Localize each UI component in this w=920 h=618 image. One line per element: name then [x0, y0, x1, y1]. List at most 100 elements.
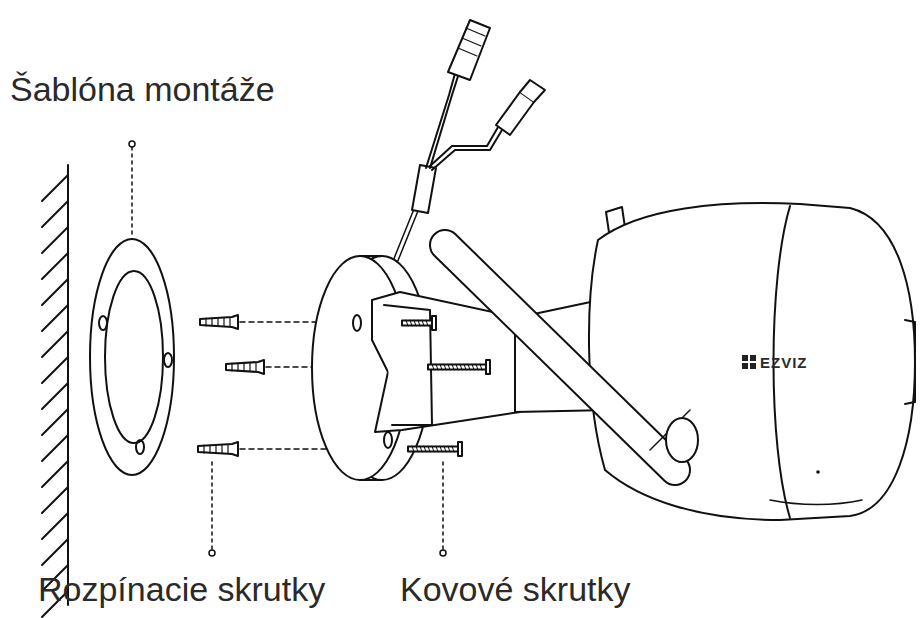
brand-icon-part [750, 363, 756, 369]
screw-thread [414, 320, 416, 326]
hatch-line [42, 409, 68, 435]
screw-thread [448, 364, 450, 370]
wall-anchors [198, 315, 264, 456]
screw-thread [426, 320, 428, 326]
template-screw-hole [136, 440, 144, 454]
indicator-light [816, 470, 820, 474]
screw-thread [468, 364, 470, 370]
hatch-line [42, 253, 68, 279]
screw-thread [440, 364, 442, 370]
anchor-rib [215, 445, 216, 453]
cable-wire [395, 205, 418, 262]
screw-thread [452, 446, 454, 452]
cable-wire [432, 125, 505, 170]
template-label: Šablóna montáže [10, 70, 275, 109]
hatch-line [42, 201, 68, 227]
screw-thread [436, 364, 438, 370]
screw-thread [480, 364, 482, 370]
network-connector [448, 20, 490, 80]
screw-thread [452, 364, 454, 370]
screw-thread [464, 364, 466, 370]
camera-housing [589, 203, 915, 520]
wall [42, 165, 68, 617]
anchor-rib [221, 445, 222, 453]
wall-anchor [226, 360, 264, 374]
metal-screw [402, 316, 436, 330]
camera-lens-edge [905, 320, 915, 404]
screw-label: Kovové skrutky [400, 570, 631, 609]
screw-thread [420, 446, 422, 452]
brand-icon-part [742, 363, 748, 369]
leader-line [442, 462, 444, 550]
metal-screw [428, 360, 490, 374]
camera-detail [770, 500, 862, 505]
anchor-rib [217, 318, 218, 326]
hatch-line [42, 227, 68, 253]
screw-thread [424, 446, 426, 452]
hatch-line [42, 175, 68, 201]
anchor-rib [211, 318, 212, 326]
screw-thread [410, 320, 412, 326]
brand-icon-part [750, 355, 756, 361]
screw-thread [412, 446, 414, 452]
anchor-rib [231, 363, 232, 371]
hatch-line [42, 279, 68, 305]
anchor-rib [209, 445, 210, 453]
anchor-rib [203, 445, 204, 453]
anchor-rib [229, 318, 230, 326]
hatch-line [42, 461, 68, 487]
hatch-line [42, 539, 68, 565]
leader-line [131, 147, 133, 236]
template-screw-hole [99, 316, 107, 330]
screw-thread [444, 446, 446, 452]
wall-hatch [42, 175, 68, 617]
brand-icon [742, 355, 756, 369]
screw-head [432, 316, 436, 330]
anchor-body [200, 315, 238, 329]
cable [395, 20, 545, 262]
antenna-knuckle [666, 418, 698, 462]
hatch-line [42, 383, 68, 409]
screw-thread [428, 446, 430, 452]
mount-template [90, 239, 174, 475]
screw-thread [444, 364, 446, 370]
antenna [445, 245, 698, 470]
screw-thread [440, 446, 442, 452]
anchor-rib [223, 318, 224, 326]
power-connector [496, 92, 534, 135]
anchor-body [198, 442, 238, 456]
leader-dot [209, 550, 215, 556]
screw-thread [416, 446, 418, 452]
anchor-rib [249, 363, 250, 371]
leader-dot [440, 550, 446, 556]
leader-lines [132, 147, 443, 550]
anchor-rib [205, 318, 206, 326]
screw-thread [418, 320, 420, 326]
screw-thread [472, 364, 474, 370]
screw-thread [406, 320, 408, 326]
screw-shaft [408, 447, 458, 452]
screw-thread [460, 364, 462, 370]
hatch-line [42, 357, 68, 383]
screw-shaft [428, 365, 486, 370]
leader-line [211, 462, 213, 550]
leader-dot [129, 141, 135, 147]
camera-body [589, 203, 915, 520]
screw-thread [422, 320, 424, 326]
hatch-line [42, 513, 68, 539]
cable-splitter [412, 165, 436, 213]
cable-wire [430, 122, 501, 166]
screw-head [486, 360, 490, 374]
anchor-rib [237, 363, 238, 371]
cable-wire [395, 205, 418, 262]
anchor-rib [243, 363, 244, 371]
connector-ridges [458, 28, 485, 56]
hatch-line [42, 305, 68, 331]
template-ring [90, 239, 174, 475]
template-hole [105, 271, 163, 443]
screw-thread [436, 446, 438, 452]
wall-anchor [200, 315, 238, 329]
hatch-line [42, 331, 68, 357]
